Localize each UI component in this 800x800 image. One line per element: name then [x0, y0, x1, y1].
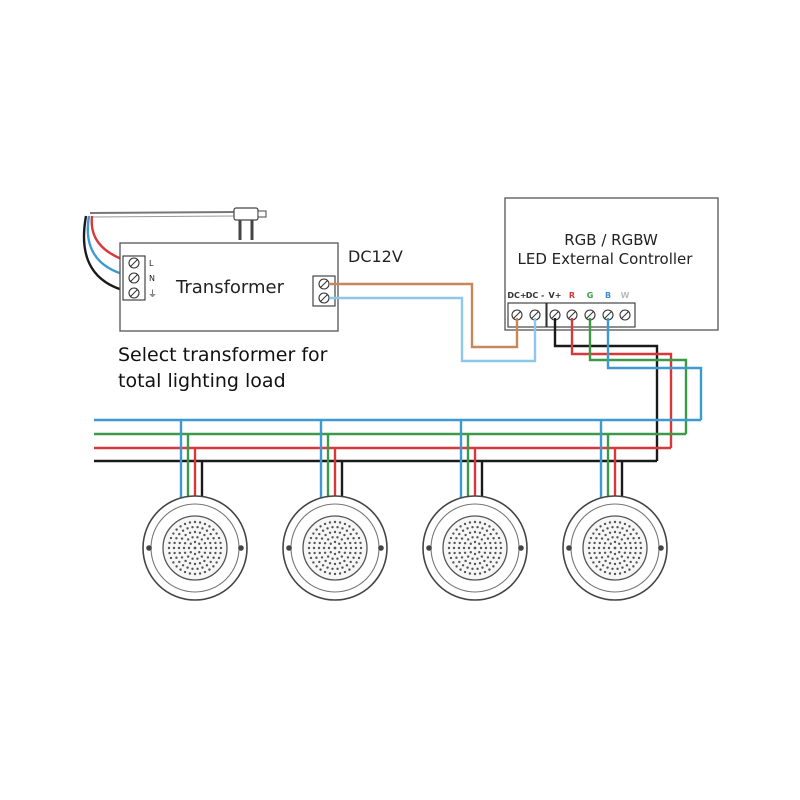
terminal-label-n: N — [149, 274, 155, 283]
note-line-1: Select transformer for — [118, 344, 328, 366]
controller-title: RGB / RGBW — [564, 231, 658, 249]
led-array — [307, 520, 363, 576]
transformer-note: Select transformer for total lighting lo… — [118, 342, 418, 394]
led-array — [167, 520, 223, 576]
v-plus-wire — [553, 318, 659, 461]
blue-wire — [606, 318, 703, 420]
mount-screw — [378, 545, 384, 551]
led-array — [447, 520, 503, 576]
mains-earth-wire — [82, 215, 131, 294]
controller-terminal-label: DC+ — [507, 291, 526, 300]
controller: RGB / RGBW LED External Controller DC+DC… — [504, 197, 719, 331]
dc-voltage-label: DC12V — [348, 247, 403, 266]
dc-positive-wire — [330, 282, 519, 349]
terminal-label-l: L — [149, 259, 154, 268]
mount-screw — [426, 545, 432, 551]
pool-light — [282, 420, 388, 601]
pool-light — [562, 420, 668, 601]
mount-screw — [238, 545, 244, 551]
transformer-input-terminals: L N ⏚ — [122, 255, 157, 301]
controller-terminal-label: B — [605, 291, 611, 300]
transformer-label: Transformer — [175, 277, 285, 298]
transformer-box — [119, 242, 339, 332]
controller-terminal-label: DC - — [526, 291, 545, 300]
light-group — [142, 420, 668, 601]
transformer-output-terminals — [312, 275, 336, 307]
mount-screw — [566, 545, 572, 551]
dc-negative-wire — [330, 296, 537, 363]
plug-icon — [233, 207, 267, 240]
terminal-label-earth: ⏚ — [148, 289, 157, 300]
red-wire — [570, 318, 673, 448]
mount-screw — [518, 545, 524, 551]
controller-terminal-label: G — [587, 291, 594, 300]
led-array — [587, 520, 643, 576]
green-wire — [588, 318, 688, 434]
note-line-2: total lighting load — [118, 370, 286, 392]
controller-terminal-label: W — [621, 291, 630, 300]
transformer: Transformer L N ⏚ — [119, 242, 339, 332]
pool-light — [142, 420, 248, 601]
mount-screw — [146, 545, 152, 551]
controller-terminal-label: V+ — [549, 291, 562, 300]
mount-screw — [286, 545, 292, 551]
controller-terminal-label: R — [569, 291, 575, 300]
controller-subtitle: LED External Controller — [518, 250, 694, 268]
mains-cable-sheath-2 — [91, 215, 236, 218]
pool-light — [422, 420, 528, 601]
mount-screw — [658, 545, 664, 551]
mains-cable-sheath — [89, 211, 236, 214]
bus-lines — [94, 418, 701, 463]
